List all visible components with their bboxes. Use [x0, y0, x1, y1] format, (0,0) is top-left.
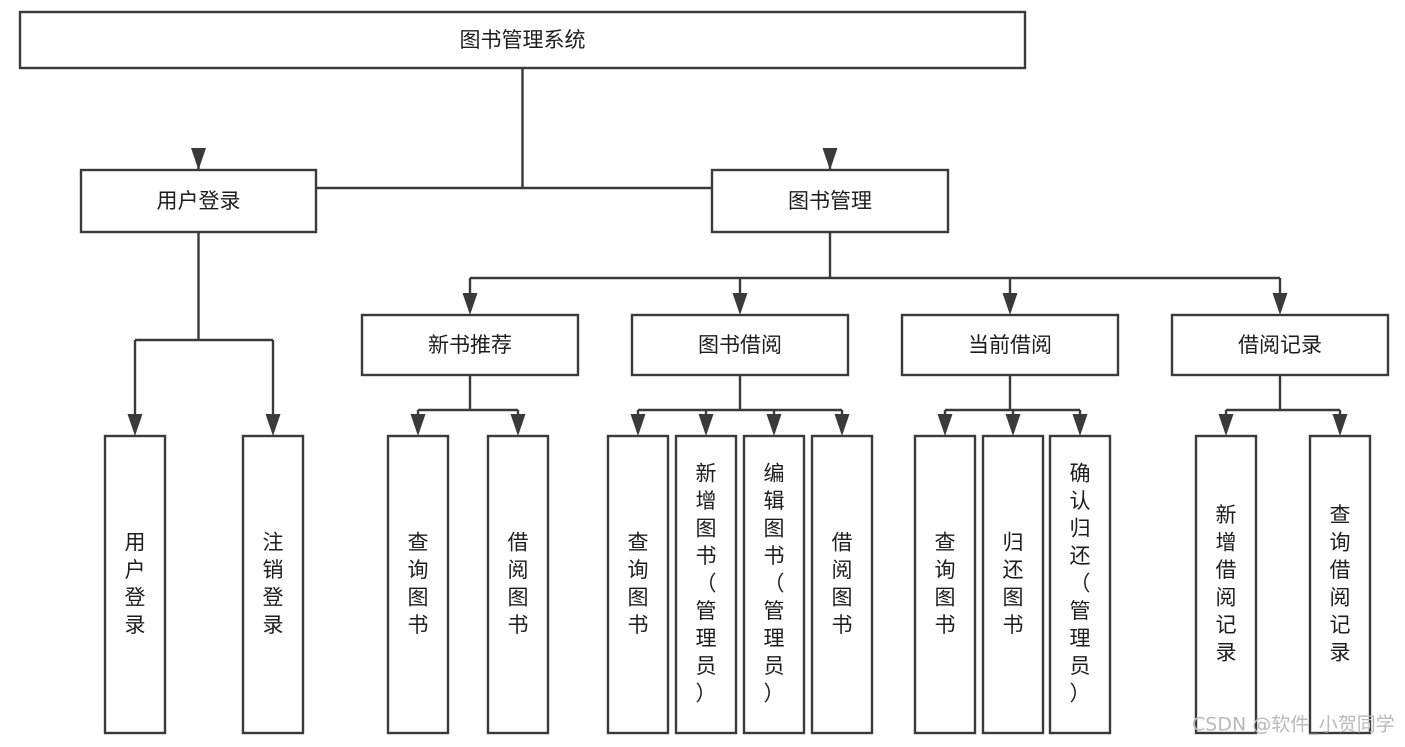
node-leaf-borrow-query-book[interactable]: 查询图书	[606, 434, 670, 735]
node-label-leaf-user-login: 用户登录	[125, 530, 146, 637]
node-box-leaf-query-borrow-record	[1308, 434, 1372, 735]
node-user-login[interactable]: 用户登录	[79, 168, 318, 234]
arrow-head-book-borrow	[732, 293, 748, 315]
arrow-head-leaf-borrow-query-book	[630, 414, 646, 436]
watermark-layer: CSDN @软件_小贺同学	[1192, 714, 1395, 736]
arrow-head-leaf-current-query-book	[937, 414, 953, 436]
node-label-root: 图书管理系统	[460, 28, 586, 52]
node-label-leaf-edit-book-admin: 编辑图书（管理员）	[764, 462, 785, 706]
node-leaf-add-borrow-record[interactable]: 新增借阅记录	[1194, 434, 1258, 735]
node-box-leaf-return-book	[981, 434, 1045, 735]
node-label-user-login: 用户登录	[157, 189, 241, 213]
node-label-current-borrow: 当前借阅	[968, 333, 1052, 357]
node-box-leaf-recommend-query-book	[386, 434, 450, 735]
node-box-borrow-record	[1170, 313, 1390, 377]
arrow-head-user-login	[191, 148, 206, 170]
arrow-head-leaf-recommend-query-book	[410, 414, 426, 436]
node-label-leaf-logout: 注销登录	[263, 530, 284, 637]
node-box-leaf-borrow-query-book	[606, 434, 670, 735]
node-label-book-borrow: 图书借阅	[698, 333, 782, 357]
node-label-leaf-current-query-book: 查询图书	[935, 530, 956, 637]
arrow-head-leaf-recommend-borrow-book	[510, 414, 526, 436]
arrow-head-leaf-query-borrow-record	[1332, 414, 1348, 436]
node-box-leaf-logout	[241, 434, 305, 735]
node-leaf-user-login[interactable]: 用户登录	[103, 434, 167, 735]
arrow-head-leaf-add-book-admin	[698, 414, 714, 436]
node-leaf-recommend-borrow-book[interactable]: 借阅图书	[486, 434, 550, 735]
connector-layer	[127, 68, 1348, 436]
arrow-head-new-book-recommend	[462, 293, 478, 315]
arrow-head-leaf-return-book	[1005, 414, 1021, 436]
arrow-head-leaf-confirm-return-admin	[1072, 414, 1088, 436]
node-leaf-edit-book-admin[interactable]: 编辑图书（管理员）	[742, 434, 806, 735]
node-box-user-login	[79, 168, 318, 234]
node-label-new-book-recommend: 新书推荐	[428, 333, 512, 357]
node-box-leaf-add-book-admin	[674, 434, 738, 735]
node-leaf-borrow-book[interactable]: 借阅图书	[810, 434, 874, 735]
node-box-leaf-user-login	[103, 434, 167, 735]
arrow-head-book-manage	[822, 148, 838, 170]
node-current-borrow[interactable]: 当前借阅	[900, 313, 1120, 377]
node-root[interactable]: 图书管理系统	[18, 10, 1027, 70]
arrow-head-borrow-record	[1272, 293, 1288, 315]
node-label-book-manage: 图书管理	[788, 189, 872, 213]
node-box-root	[18, 10, 1027, 70]
node-layer: 图书管理系统用户登录图书管理新书推荐图书借阅当前借阅借阅记录用户登录注销登录查询…	[18, 10, 1390, 735]
node-box-leaf-edit-book-admin	[742, 434, 806, 735]
node-label-leaf-borrow-query-book: 查询图书	[628, 530, 649, 637]
node-leaf-logout[interactable]: 注销登录	[241, 434, 305, 735]
node-box-leaf-confirm-return-admin	[1048, 434, 1112, 735]
node-book-manage[interactable]: 图书管理	[710, 168, 950, 234]
arrow-head-leaf-user-login	[127, 414, 143, 436]
node-label-leaf-recommend-borrow-book: 借阅图书	[508, 530, 529, 637]
arrow-head-leaf-add-borrow-record	[1218, 414, 1234, 436]
node-label-leaf-add-book-admin: 新增图书（管理员）	[696, 462, 717, 706]
node-label-leaf-recommend-query-book: 查询图书	[408, 530, 429, 637]
node-box-leaf-borrow-book	[810, 434, 874, 735]
arrow-head-current-borrow	[1002, 293, 1018, 315]
node-box-leaf-recommend-borrow-book	[486, 434, 550, 735]
node-box-leaf-add-borrow-record	[1194, 434, 1258, 735]
node-label-leaf-confirm-return-admin: 确认归还（管理员）	[1070, 462, 1091, 706]
node-leaf-return-book[interactable]: 归还图书	[981, 434, 1045, 735]
node-new-book-recommend[interactable]: 新书推荐	[360, 313, 580, 377]
node-book-borrow[interactable]: 图书借阅	[630, 313, 850, 377]
node-leaf-confirm-return-admin[interactable]: 确认归还（管理员）	[1048, 434, 1112, 735]
node-label-leaf-borrow-book: 借阅图书	[832, 530, 853, 637]
node-box-new-book-recommend	[360, 313, 580, 377]
node-leaf-recommend-query-book[interactable]: 查询图书	[386, 434, 450, 735]
node-leaf-add-book-admin[interactable]: 新增图书（管理员）	[674, 434, 738, 735]
node-box-book-borrow	[630, 313, 850, 377]
watermark-label: CSDN @软件_小贺同学	[1192, 714, 1395, 736]
node-box-leaf-current-query-book	[913, 434, 977, 735]
arrow-head-leaf-logout	[265, 414, 281, 436]
arrow-head-leaf-borrow-book	[834, 414, 850, 436]
node-box-current-borrow	[900, 313, 1120, 377]
node-leaf-query-borrow-record[interactable]: 查询借阅记录	[1308, 434, 1372, 735]
node-label-leaf-return-book: 归还图书	[1003, 530, 1024, 637]
node-label-borrow-record: 借阅记录	[1238, 333, 1322, 357]
node-box-book-manage	[710, 168, 950, 234]
node-borrow-record[interactable]: 借阅记录	[1170, 313, 1390, 377]
node-leaf-current-query-book[interactable]: 查询图书	[913, 434, 977, 735]
arrow-head-leaf-edit-book-admin	[766, 414, 782, 436]
node-label-leaf-add-borrow-record: 新增借阅记录	[1216, 503, 1237, 665]
node-label-leaf-query-borrow-record: 查询借阅记录	[1330, 503, 1351, 665]
